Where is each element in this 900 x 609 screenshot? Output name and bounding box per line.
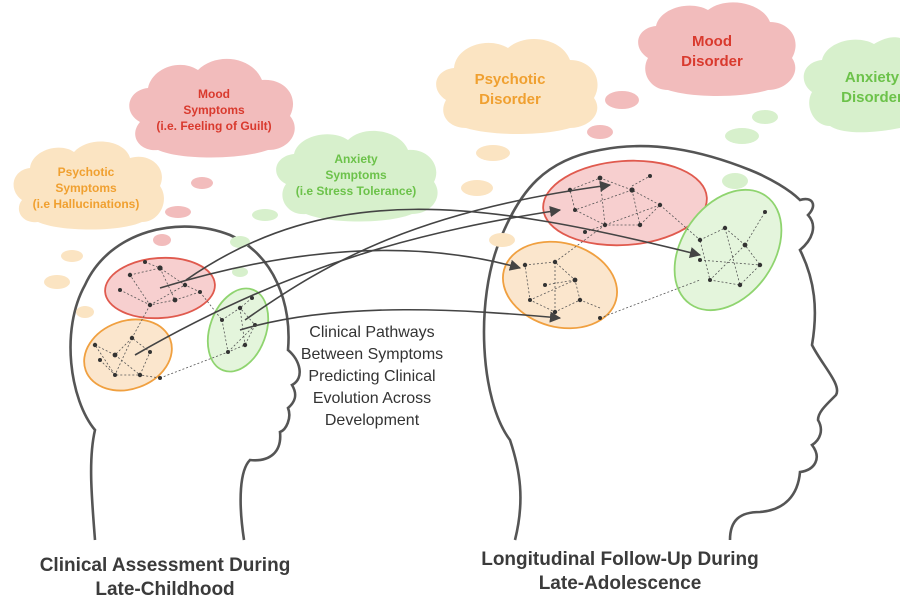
cloud-child-psychotic-line2: Symptoms — [55, 181, 117, 195]
cloud-child-psychotic-line1: Psychotic — [58, 165, 115, 179]
network-nodes — [92, 174, 767, 380]
cloud-adol-anxiety-line2: Disorder — [841, 89, 900, 106]
cloud-adol-mood — [638, 2, 796, 96]
cloud-child-mood-line2: Symptoms — [183, 103, 245, 117]
adolescent-head-outline — [482, 144, 839, 541]
caption-adolescence-line2: Late-Adolescence — [538, 573, 702, 594]
adol-psychotic-network — [502, 240, 618, 330]
pathway-text-line2: Between Symptoms — [300, 346, 444, 363]
pathway-text-line1: Clinical Pathways — [309, 324, 435, 341]
cloud-child-anxiety — [276, 130, 438, 222]
pathway-text-line5: Development — [324, 412, 420, 429]
cloud-child-anxiety-line2: Symptoms — [325, 168, 387, 182]
cloud-adol-anxiety — [803, 37, 900, 133]
adol-anxiety-network — [673, 188, 783, 312]
cloud-child-psychotic — [13, 141, 164, 230]
cloud-adol-anxiety-line1: Anxiety — [845, 69, 900, 86]
cloud-child-psychotic-line3: (i.e Hallucinations) — [33, 197, 140, 211]
pathway-text-line3: Predicting Clinical — [308, 368, 436, 385]
cloud-child-mood-line1: Mood — [198, 87, 230, 101]
clinical-pathway-arrows — [134, 180, 702, 356]
caption-adolescence: Longitudinal Follow-Up During Late-Adole… — [440, 548, 800, 596]
child-head-outline — [69, 225, 301, 541]
cloud-adol-mood-line1: Mood — [692, 33, 732, 50]
pathway-text-line4: Evolution Across — [312, 390, 432, 407]
caption-childhood: Clinical Assessment During Late-Childhoo… — [5, 554, 325, 602]
cloud-child-anxiety-line3: (i.e Stress Tolerance) — [296, 184, 417, 198]
thought-puffs — [44, 91, 778, 318]
caption-childhood-line1: Clinical Assessment During — [39, 555, 291, 576]
cloud-child-mood — [129, 58, 295, 158]
cloud-adol-psychotic — [436, 38, 598, 134]
cloud-adol-psychotic-line1: Psychotic — [475, 71, 546, 88]
pathway-description: Clinical Pathways Between Symptoms Predi… — [286, 322, 458, 432]
adol-mood-network — [542, 159, 708, 247]
cloud-child-anxiety-line1: Anxiety — [334, 152, 378, 166]
cloud-adol-mood-line2: Disorder — [681, 53, 743, 70]
caption-adolescence-line1: Longitudinal Follow-Up During — [481, 549, 759, 570]
cloud-child-mood-line3: (i.e. Feeling of Guilt) — [156, 119, 271, 133]
cloud-adol-psychotic-line2: Disorder — [479, 91, 541, 108]
caption-childhood-line2: Late-Childhood — [95, 579, 235, 600]
child-psychotic-network — [83, 318, 173, 392]
